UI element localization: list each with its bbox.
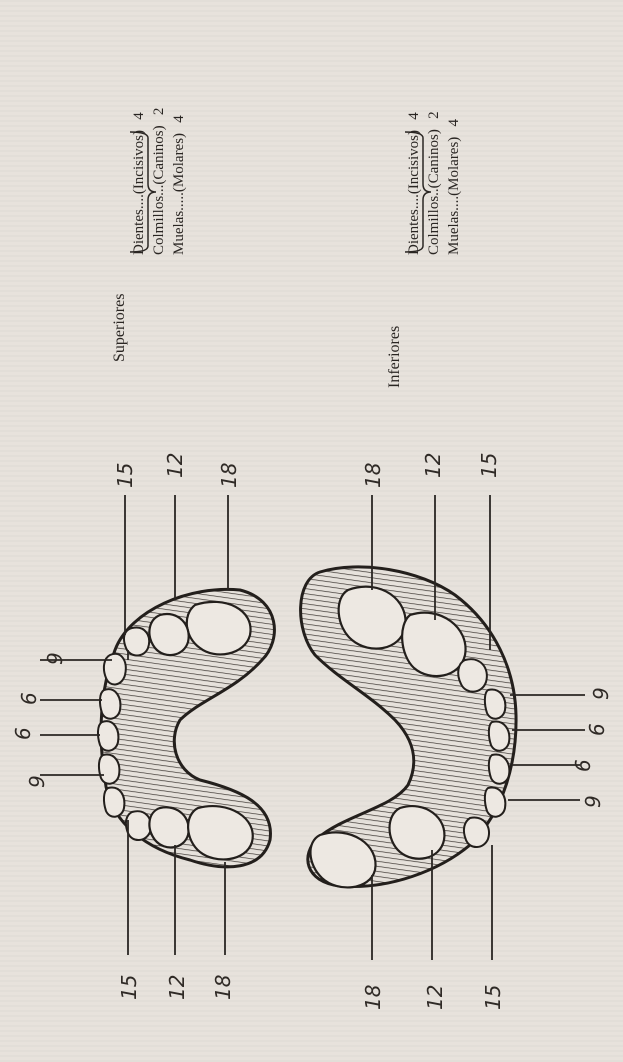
superiores-row-colmillos-count: 2 (152, 108, 167, 122)
upper-label-18-top: 18 (217, 463, 241, 488)
upper-label-12-top: 12 (163, 453, 187, 478)
upper-molar-top-1 (187, 602, 251, 655)
upper-label-6a: 6 (17, 692, 41, 705)
lower-premolar-top (458, 659, 487, 691)
inferiores-row-colmillos-count: 2 (427, 111, 442, 125)
superiores-row-dientes-name: Dientes....(Incisivos) (131, 130, 147, 255)
inferiores-row-dientes-count: 4 (407, 112, 422, 126)
inferiores-row-muelas-count: 4 (447, 119, 462, 133)
upper-incisor-1 (100, 689, 120, 719)
inferiores-row-dientes-name: Dientes....(Incisivos) (406, 130, 422, 255)
upper-canine-bottom (104, 788, 124, 817)
inferiores-row-muelas-name: Muelas....(Molares) (446, 137, 462, 255)
lower-canine-bottom (464, 818, 489, 847)
inferiores-row-colmillos-name: Colmillos..(Caninos) (426, 129, 442, 255)
upper-premolar-bottom (126, 811, 151, 840)
lower-label-15-bottom: 15 (481, 985, 505, 1010)
lower-label-6a: 6 (585, 723, 609, 736)
lower-label-12-bottom: 12 (423, 985, 447, 1010)
upper-canine-top (104, 654, 126, 685)
lower-incisor-2 (489, 755, 509, 784)
lower-label-9b: 9 (581, 795, 605, 808)
superiores-row-dientes-count: 4 (132, 112, 147, 126)
lower-label-15-top: 15 (477, 453, 501, 478)
lower-label-18-top: 18 (361, 463, 385, 488)
upper-label-6b: 6 (11, 727, 35, 740)
inferiores-row-colmillos: Colmillos..(Caninos) 2 (427, 111, 447, 255)
lower-incisor-1 (489, 722, 509, 751)
upper-label-9b: 9 (25, 775, 49, 788)
lower-label-18-bottom: 18 (361, 985, 385, 1010)
superiores-title: Superiores (112, 294, 128, 362)
lower-label-6b: 6 (571, 759, 595, 772)
superiores-row-colmillos: Colmillos...(Caninos) 2 (152, 108, 172, 255)
superiores-row-muelas-name: Muelas.....(Molares) (171, 133, 187, 255)
lower-incisor-3 (485, 788, 505, 817)
upper-label-9a: 9 (43, 652, 67, 665)
lower-canine-top (485, 690, 505, 719)
upper-label-12-bottom: 12 (165, 975, 189, 1000)
superiores-row-dientes: Dientes....(Incisivos) 4 (132, 108, 152, 255)
superiores-row-colmillos-name: Colmillos...(Caninos) (151, 125, 167, 255)
superiores-table: Dientes....(Incisivos) 4 Colmillos...(Ca… (132, 108, 192, 255)
upper-molar-bottom-2 (149, 807, 188, 847)
superiores-row-muelas-count: 4 (172, 115, 187, 129)
lower-dental-arch (301, 567, 516, 888)
inferiores-row-dientes: Dientes....(Incisivos) 4 (407, 111, 427, 255)
superiores-row-muelas: Muelas.....(Molares) 4 (172, 108, 192, 255)
lower-label-12-top: 12 (421, 453, 445, 478)
upper-incisor-2 (98, 721, 118, 751)
upper-label-18-bottom: 18 (211, 975, 235, 1000)
inferiores-table: Dientes....(Incisivos) 4 Colmillos..(Can… (407, 111, 467, 255)
upper-label-15-bottom: 15 (117, 975, 141, 1000)
inferiores-row-muelas: Muelas....(Molares) 4 (447, 111, 467, 255)
upper-label-15-top: 15 (113, 463, 137, 488)
upper-incisor-3 (99, 755, 119, 784)
upper-molar-top-2 (149, 614, 188, 655)
inferiores-title: Inferiores (387, 326, 403, 388)
lower-label-9a: 9 (589, 687, 613, 700)
